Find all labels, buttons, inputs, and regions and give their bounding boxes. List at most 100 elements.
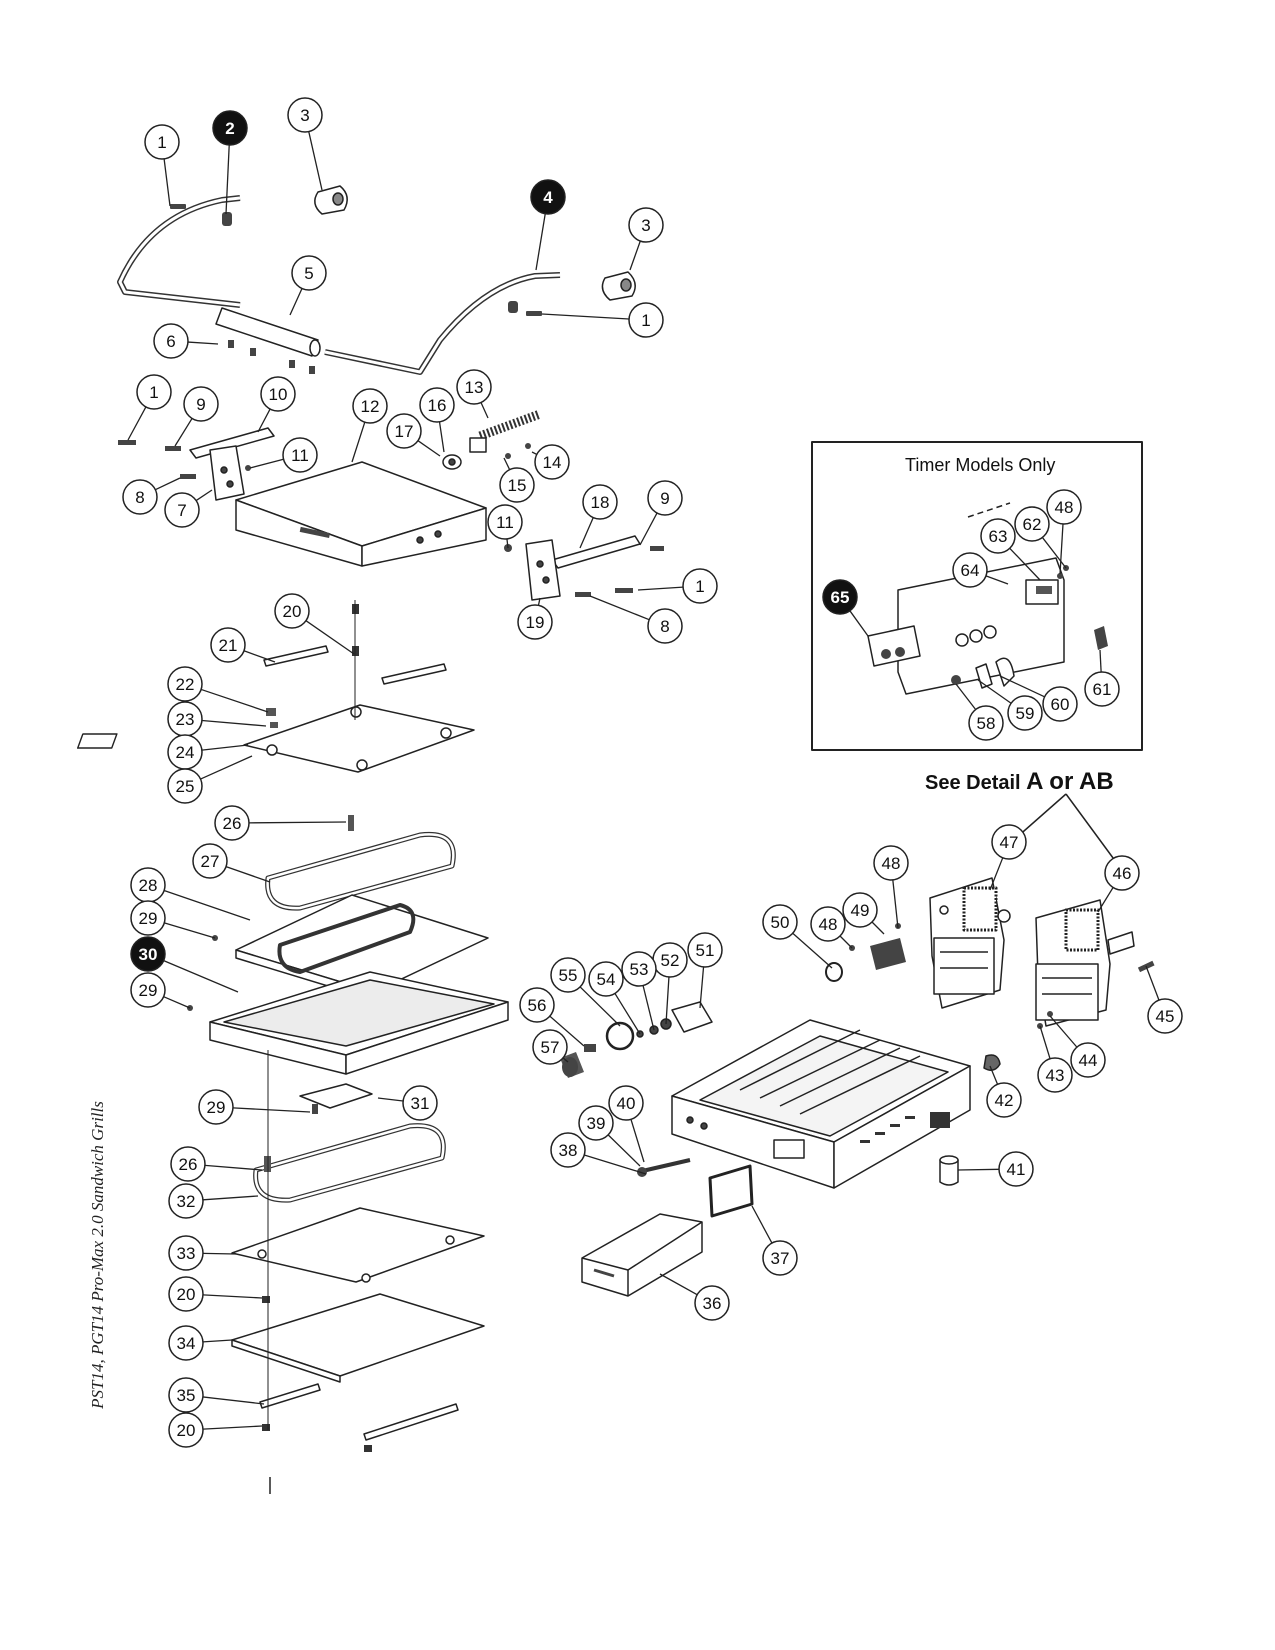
- callout-circle: [499, 467, 535, 503]
- callout-leader-3: [629, 240, 641, 271]
- callout-circle: [168, 1183, 204, 1219]
- callout-leader-52: [665, 976, 670, 1025]
- hinge-left: [929, 877, 1011, 1009]
- callout-number: 20: [283, 602, 302, 621]
- callout-3: 3: [287, 97, 323, 133]
- callout-circle: [153, 323, 189, 359]
- callout-circle: [532, 1029, 568, 1065]
- callout-leader-61: [1099, 649, 1102, 673]
- callout-22: 22: [167, 666, 203, 702]
- callout-leader-58: [955, 683, 977, 710]
- callout-number: 18: [591, 493, 610, 512]
- callout-leader-3: [308, 131, 323, 191]
- callout-8: 8: [122, 479, 158, 515]
- screws-top: [170, 204, 542, 374]
- callout-8: 8: [647, 608, 683, 644]
- callout-53: 53: [621, 951, 657, 987]
- callout-45: 45: [1147, 998, 1183, 1034]
- callout-18: 18: [582, 484, 618, 520]
- callout-number: 62: [1023, 515, 1042, 534]
- callout-number: 45: [1156, 1007, 1175, 1026]
- callout-number: 8: [660, 617, 669, 636]
- callout-59: 59: [1007, 695, 1043, 731]
- callout-circle: [287, 97, 323, 133]
- callout-leader-49: [871, 921, 885, 935]
- callout-number: 30: [139, 945, 158, 964]
- callout-number: 55: [559, 966, 578, 985]
- callout-number: 51: [696, 941, 715, 960]
- callout-circle: [647, 480, 683, 516]
- callout-circle: [130, 972, 166, 1008]
- callout-9: 9: [183, 386, 219, 422]
- callout-leader-9: [174, 418, 193, 447]
- callout-number: 46: [1113, 864, 1132, 883]
- callout-circle: [1046, 489, 1082, 525]
- callout-number: 50: [771, 913, 790, 932]
- upper-element: [265, 831, 456, 911]
- callout-circle: [198, 1089, 234, 1125]
- callout-leader-27: [225, 866, 271, 883]
- callout-circle: [167, 666, 203, 702]
- callout-number: 29: [207, 1098, 226, 1117]
- callout-circle: [1042, 686, 1078, 722]
- callout-29: 29: [130, 900, 166, 936]
- callout-number: 12: [361, 397, 380, 416]
- callout-number: 49: [851, 901, 870, 920]
- callout-58: 58: [968, 705, 1004, 741]
- callout-40: 40: [608, 1085, 644, 1121]
- callout-leader-57: [562, 1057, 569, 1063]
- callout-circle: [168, 1412, 204, 1448]
- callout-circle: [136, 374, 172, 410]
- callout-number: 33: [177, 1244, 196, 1263]
- leader-lines: [127, 131, 1160, 1430]
- callout-44: 44: [1070, 1042, 1106, 1078]
- callout-2: 2: [212, 110, 248, 146]
- callout-leader-65: [849, 610, 869, 637]
- callout-leader-31: [377, 1097, 404, 1102]
- callout-number: 9: [196, 395, 205, 414]
- callout-leader-41: [957, 1168, 1000, 1171]
- callout-number: 39: [587, 1114, 606, 1133]
- callout-circle: [1084, 671, 1120, 707]
- callout-circle: [762, 1240, 798, 1276]
- callout-number: 6: [166, 332, 175, 351]
- callout-leader-60: [999, 675, 1045, 698]
- base-enclosure: [671, 1019, 971, 1189]
- callout-circle: [588, 961, 624, 997]
- right-arm-assembly: [504, 535, 664, 601]
- callout-circle: [873, 845, 909, 881]
- callout-circle: [991, 824, 1027, 860]
- handle-bar-right: [324, 272, 561, 375]
- callout-leader-1: [541, 313, 630, 320]
- callout-circle: [168, 1235, 204, 1271]
- callout-4: 4: [530, 179, 566, 215]
- callout-circle: [1070, 1042, 1106, 1078]
- callout-leader-24: [201, 744, 249, 751]
- callout-20: 20: [274, 593, 310, 629]
- callout-56: 56: [519, 987, 555, 1023]
- callout-number: 4: [543, 188, 553, 207]
- callout-12: 12: [352, 388, 388, 424]
- callout-9: 9: [647, 480, 683, 516]
- callout-leader-15: [503, 457, 511, 470]
- callout-23: 23: [167, 701, 203, 737]
- callout-circle: [291, 255, 327, 291]
- callout-leader-26: [248, 821, 347, 824]
- callout-number: 11: [291, 446, 309, 465]
- callout-57: 57: [532, 1029, 568, 1065]
- callout-52: 52: [652, 942, 688, 978]
- callout-number: 15: [508, 476, 527, 495]
- callout-leader-59: [977, 679, 1012, 704]
- callout-leader-20: [202, 1425, 263, 1430]
- callout-number: 58: [977, 714, 996, 733]
- callout-number: 53: [630, 960, 649, 979]
- callout-leader-46: [1097, 887, 1114, 913]
- callout-37: 37: [762, 1240, 798, 1276]
- callout-circle: [998, 1151, 1034, 1187]
- callout-29: 29: [198, 1089, 234, 1125]
- callout-51: 51: [687, 932, 723, 968]
- callout-circle: [628, 302, 664, 338]
- callout-number: 64: [961, 561, 980, 580]
- callout-leader-32: [202, 1195, 259, 1201]
- callout-number: 40: [617, 1094, 636, 1113]
